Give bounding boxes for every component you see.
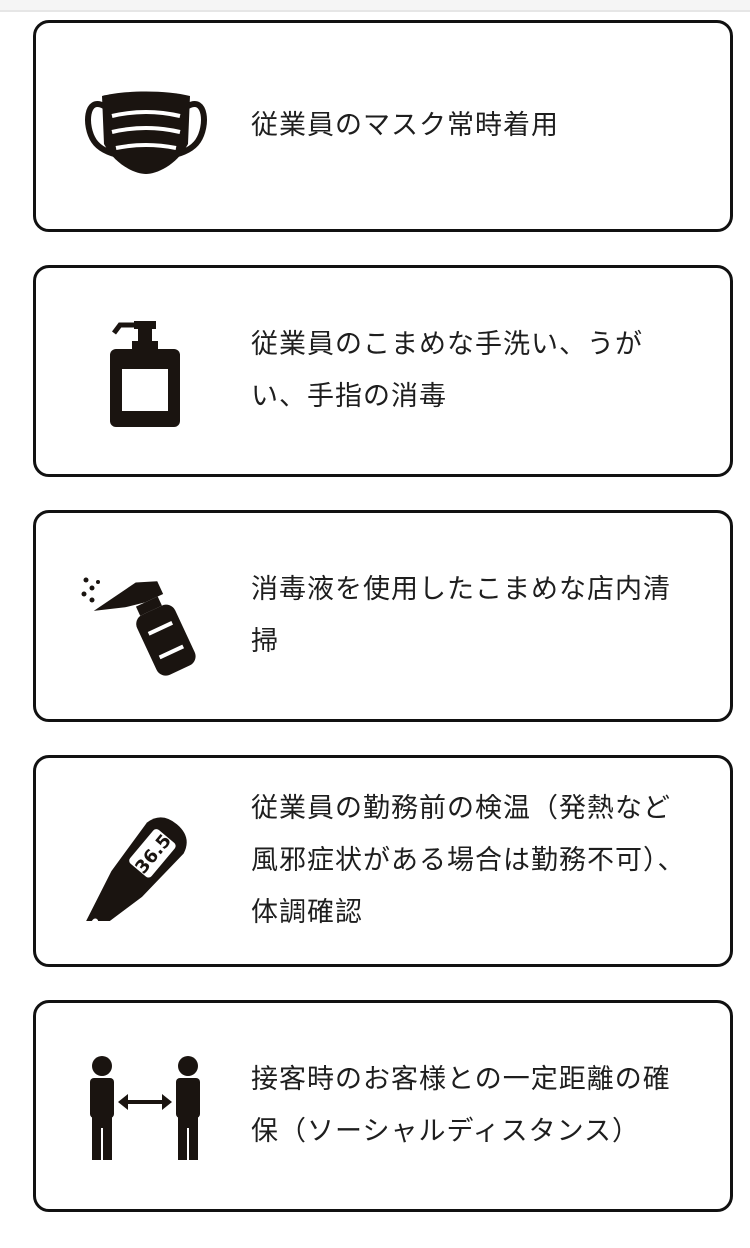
face-mask-icon [76, 66, 216, 186]
measure-card-distance: 接客時のお客様との一定距離の確保（ソーシャルディスタンス） [33, 1000, 733, 1212]
measure-text: 従業員のマスク常時着用 [251, 110, 559, 141]
measure-card-mask: 従業員のマスク常時着用 [33, 20, 733, 232]
measure-card-temperature: 36.5 従業員の勤務前の検温（発熱など風邪症状がある場合は勤務不可）、体調確認 [33, 755, 733, 967]
measure-text: 接客時のお客様との一定距離の確保（ソーシャルディスタンス） [251, 1064, 671, 1147]
measure-text: 従業員の勤務前の検温（発熱など風邪症状がある場合は勤務不可）、体調確認 [251, 793, 686, 928]
spray-bottle-icon [76, 556, 216, 676]
measure-text: 従業員のこまめな手洗い、うがい、手指の消毒 [251, 329, 643, 412]
social-distance-icon [76, 1046, 216, 1166]
measure-text: 消毒液を使用したこまめな店内清掃 [251, 574, 671, 657]
pump-bottle-icon [76, 311, 216, 431]
thermometer-icon: 36.5 [76, 801, 216, 935]
measure-card-handwash: 従業員のこまめな手洗い、うがい、手指の消毒 [33, 265, 733, 477]
top-bar [0, 0, 750, 12]
measure-card-cleaning: 消毒液を使用したこまめな店内清掃 [33, 510, 733, 722]
